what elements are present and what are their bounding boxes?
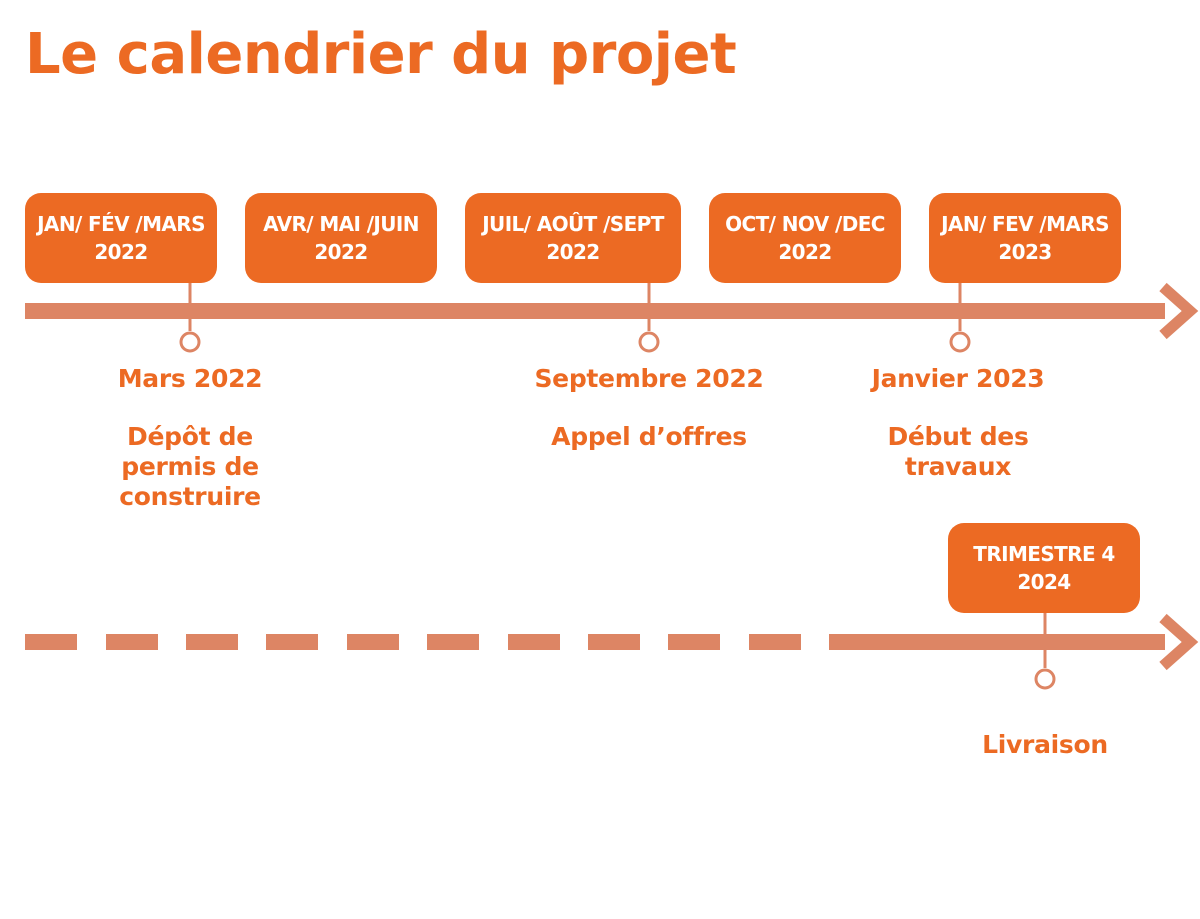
period-year-3: 2022	[546, 240, 600, 264]
period-box-4: OCT/ NOV /DEC 2022	[709, 193, 901, 283]
milestone-marker-3	[949, 331, 971, 353]
period-label-3: JUIL/ AOÛT /SEPT	[482, 212, 664, 236]
milestone-marker-4	[1034, 668, 1056, 690]
period-label-2: AVR/ MAI /JUIN	[263, 212, 419, 236]
period-box-3: JUIL/ AOÛT /SEPT 2022	[465, 193, 681, 283]
milestone-marker-2	[638, 331, 660, 353]
page-title: Le calendrier du projet	[25, 22, 737, 87]
milestone-date-2: Septembre 2022	[534, 364, 764, 393]
milestone-description-4: Livraison	[982, 730, 1108, 759]
period-label-6: TRIMESTRE 4	[973, 542, 1115, 566]
period-year-4: 2022	[778, 240, 832, 264]
period-box-5: JAN/ FEV /MARS 2023	[929, 193, 1121, 283]
milestone-date-1: Mars 2022	[117, 364, 263, 393]
milestone-2: Septembre 2022 Appel d’offres	[534, 364, 764, 452]
milestone-description-3: Début des travaux	[887, 422, 1029, 481]
period-label-5: JAN/ FEV /MARS	[941, 212, 1109, 236]
period-box-2: AVR/ MAI /JUIN 2022	[245, 193, 437, 283]
period-label-1: JAN/ FÉV /MARS	[37, 212, 205, 236]
milestone-description-1: Dépôt de permis de construire	[119, 422, 261, 511]
timeline-line-2	[829, 634, 1165, 650]
milestone-4: Livraison	[945, 730, 1145, 760]
timeline-line-1	[25, 303, 1165, 319]
period-box-1: JAN/ FÉV /MARS 2022	[25, 193, 217, 283]
timeline-arrowhead-2	[1159, 613, 1199, 671]
milestone-1: Mars 2022 Dépôt de permis de construire	[95, 364, 285, 512]
milestone-date-3: Janvier 2023	[871, 364, 1045, 393]
period-year-5: 2023	[998, 240, 1052, 264]
timeline-arrowhead-1	[1159, 282, 1199, 340]
period-year-1: 2022	[94, 240, 148, 264]
period-year-6: 2024	[1017, 570, 1071, 594]
milestone-3: Janvier 2023 Début des travaux	[846, 364, 1070, 482]
period-label-4: OCT/ NOV /DEC	[725, 212, 885, 236]
period-box-6: TRIMESTRE 4 2024	[948, 523, 1140, 613]
milestone-marker-1	[179, 331, 201, 353]
period-year-2: 2022	[314, 240, 368, 264]
milestone-description-2: Appel d’offres	[551, 422, 747, 451]
timeline-dashed-segment	[25, 634, 801, 650]
